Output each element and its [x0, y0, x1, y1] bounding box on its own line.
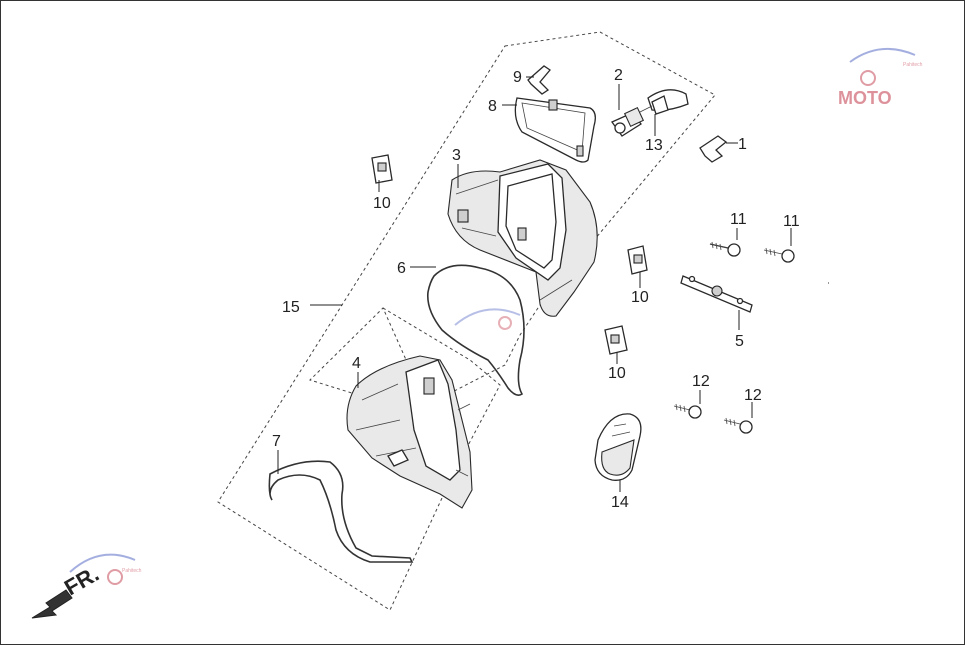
- callout-3: 3: [452, 147, 461, 164]
- part-10-nut-a: [371, 154, 393, 184]
- part-1-bracket: [699, 135, 728, 163]
- watermark-logo-bottom: Pahitech: [69, 553, 142, 585]
- callout-1: 1: [738, 136, 747, 153]
- callout-7: 7: [272, 433, 281, 450]
- callout-14: 14: [611, 494, 629, 511]
- callout-10-b: 10: [631, 289, 649, 306]
- inner-outline: [382, 307, 501, 471]
- watermark-text-top: MOTO: [838, 88, 892, 108]
- callout-12-b: 12: [744, 387, 762, 404]
- part-14-cover: [594, 413, 642, 481]
- callout-11-a: 11: [730, 211, 747, 228]
- part-10-nut-b: [627, 245, 648, 275]
- callout-13: 13: [645, 137, 663, 154]
- part-3-glove-box: [447, 159, 598, 317]
- callout-6: 6: [397, 260, 406, 277]
- front-direction-arrow: FR.: [31, 561, 103, 619]
- part-7-seal: [268, 460, 414, 563]
- callout-4: 4: [352, 355, 361, 372]
- callout-9: 9: [513, 69, 522, 86]
- part-2-lock: [611, 106, 645, 137]
- part-12-screw-b: [723, 417, 753, 434]
- watermark-logo-center: [454, 308, 521, 330]
- callout-5: 5: [735, 333, 744, 350]
- callout-12-a: 12: [692, 373, 710, 390]
- callout-15: 15: [282, 299, 300, 316]
- callout-8: 8: [488, 98, 497, 115]
- part-5-plate: [680, 275, 753, 313]
- watermark-subtext-top: Pahitech: [903, 62, 923, 68]
- watermark-logo-top: MOTO Pahitech: [838, 47, 923, 108]
- callout-10-a: 10: [373, 195, 391, 212]
- callout-11-b: 11: [783, 213, 800, 230]
- part-11-screw-a: [709, 241, 741, 257]
- part-10-nut-c: [604, 325, 628, 355]
- part-12-screw-a: [673, 403, 702, 419]
- callout-2: 2: [614, 67, 623, 84]
- callout-10-c: 10: [608, 365, 626, 382]
- leader-lines: [277, 76, 829, 492]
- part-8-lid: [514, 97, 596, 163]
- part-6-gasket: [426, 264, 525, 396]
- part-4-inner-panel: [346, 355, 473, 509]
- watermark-subtext-bottom: Pahitech: [122, 568, 142, 574]
- part-13-latch: [639, 89, 689, 115]
- callout-labels: 1 2 3 4 5 6 7 8 9 10 10 10 11 11 12 12 1…: [272, 67, 800, 511]
- part-11-screw-b: [763, 247, 795, 263]
- part-9-clip: [527, 65, 551, 95]
